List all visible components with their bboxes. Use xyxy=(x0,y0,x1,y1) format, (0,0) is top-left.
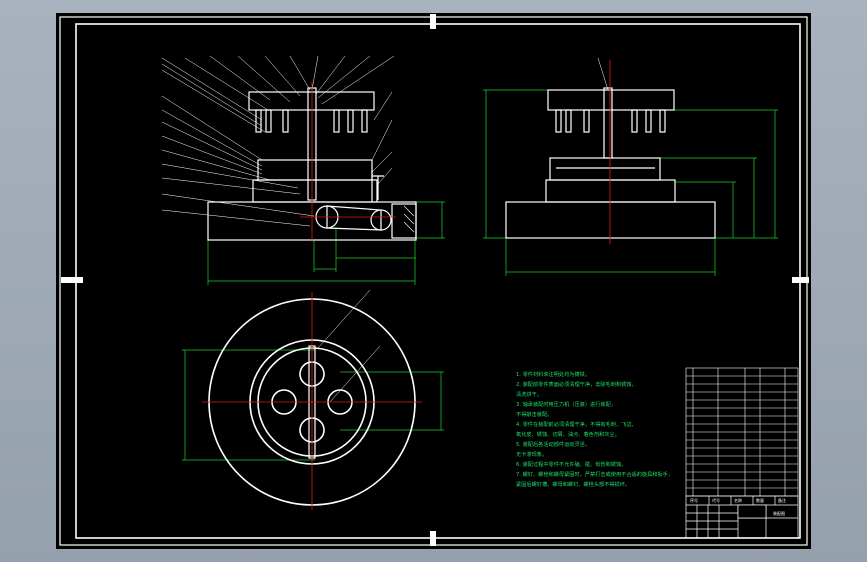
upper-die-plate xyxy=(248,91,375,111)
title-footer-label-2: 代号 xyxy=(712,497,720,503)
centering-marks xyxy=(61,14,809,546)
note-line-2: 2. 装配前零件表面必须清理干净，去除毛刺和锈蚀， xyxy=(516,380,637,388)
title-footer-label-1: 序号 xyxy=(690,497,698,503)
note-line-6: 4. 零件在装配前必须清理干净，不得有毛刺、飞边、 xyxy=(516,420,637,428)
note-line-11: 7. 螺钉、螺栓和螺母紧固时，严禁打击或使用不合适的旋具和扳手， xyxy=(516,470,673,478)
title-block-drawing-title: 装配图 xyxy=(773,510,785,516)
title-footer-label-4: 数量 xyxy=(756,497,764,503)
note-line-7: 氧化皮、锈蚀、切屑、油污、着色剂和灰尘。 xyxy=(516,430,620,438)
front-view-dimensions xyxy=(207,201,445,285)
note-line-10: 6. 装配过程中零件不允许磕、碰、划伤和锈蚀。 xyxy=(516,460,626,468)
title-footer-label-5: 备注 xyxy=(778,497,786,503)
technical-notes: 1. 零件材料未注明处均为铸铁。 2. 装配前零件表面必须清理干净，去除毛刺和锈… xyxy=(516,370,673,488)
title-block: 装配图 序号 代号 名称 数量 备注 xyxy=(685,495,799,539)
note-line-3: 清洗烘干。 xyxy=(516,390,542,398)
title-footer-label-3: 名称 xyxy=(734,497,742,503)
side-upper-die-plate xyxy=(547,89,675,111)
drawing-sheet xyxy=(56,13,811,549)
note-line-1: 1. 零件材料未注明处均为铸铁。 xyxy=(516,370,590,378)
side-view xyxy=(483,57,778,276)
side-view-dimensions xyxy=(483,89,778,276)
note-line-12: 紧固后螺钉槽、螺母和螺钉、螺栓头部不得损坏。 xyxy=(516,480,630,488)
side-base-plate xyxy=(505,201,716,239)
note-line-5: 不得敲击装配。 xyxy=(516,410,552,418)
note-line-9: 无卡滞现象。 xyxy=(516,450,547,458)
plan-view xyxy=(182,289,444,510)
note-line-4: 3. 轴承装配时用压力机（压装）进行装配， xyxy=(516,400,616,408)
front-view xyxy=(161,55,445,285)
note-line-8: 5. 装配后各活动部件运动灵活， xyxy=(516,440,590,448)
